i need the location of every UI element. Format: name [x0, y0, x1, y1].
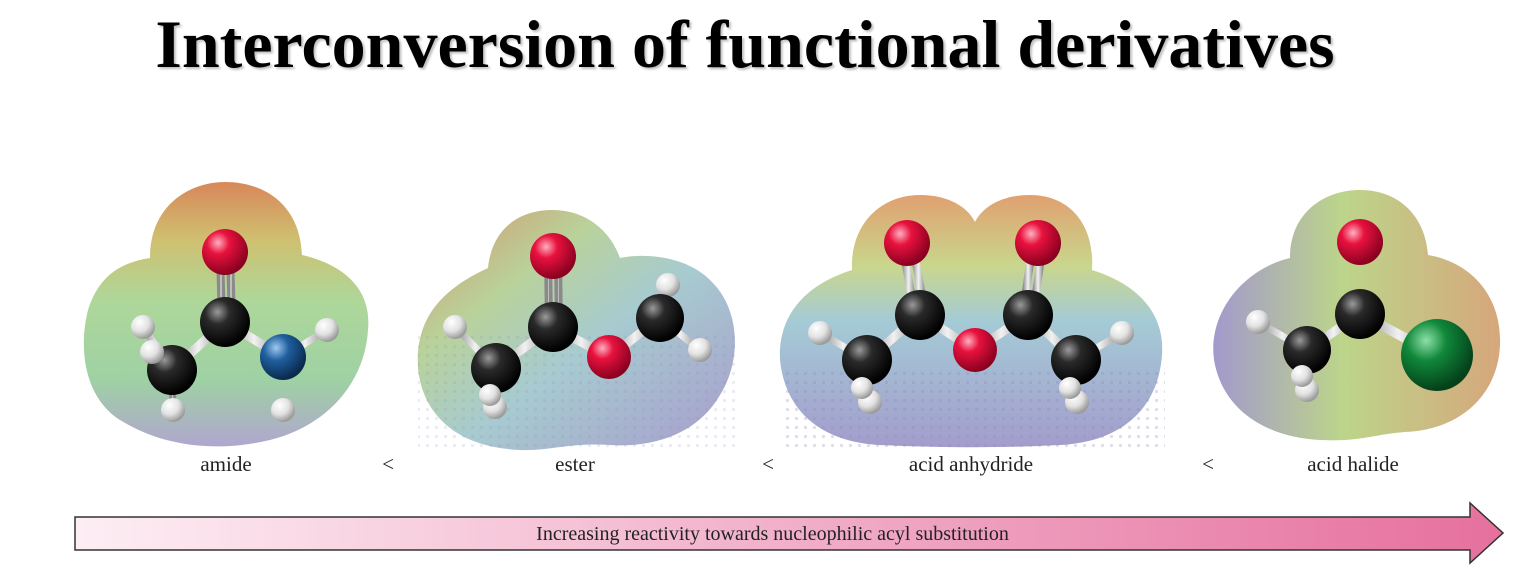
acid-halide-model	[1213, 190, 1501, 441]
hydrogen-atom	[271, 398, 295, 422]
less-than-sign: <	[762, 452, 774, 476]
carbon-atom	[895, 290, 945, 340]
carbon-atom	[471, 343, 521, 393]
hydrogen-atom	[851, 377, 873, 399]
oxygen-atom	[884, 220, 930, 266]
chlorine-atom	[1401, 319, 1473, 391]
molecule-label-acid-anhydride: acid anhydride	[908, 452, 1034, 476]
oxygen-atom	[530, 233, 576, 279]
oxygen-atom	[1015, 220, 1061, 266]
ester-model	[417, 210, 738, 451]
hydrogen-atom	[656, 273, 680, 297]
oxygen-atom	[202, 229, 248, 275]
reactivity-arrow-label: Increasing reactivity towards nucleophil…	[536, 523, 1009, 545]
molecule-label-acid-halide: acid halide	[1307, 452, 1399, 476]
hydrogen-atom	[131, 315, 155, 339]
hydrogen-atom	[443, 315, 467, 339]
page-title: Interconversion of functional derivative…	[155, 6, 1335, 82]
hydrogen-atom	[161, 398, 185, 422]
less-than-sign: <	[382, 452, 394, 476]
arrow-shape	[74, 501, 1505, 565]
carbon-atom	[636, 294, 684, 342]
acid-anhydride-model	[779, 195, 1165, 450]
carbon-atom	[1283, 326, 1331, 374]
hydrogen-atom	[1110, 321, 1134, 345]
carbon-atom	[200, 297, 250, 347]
nitrogen-atom	[260, 334, 306, 380]
hydrogen-atom	[1291, 365, 1313, 387]
oxygen-atom	[587, 335, 631, 379]
hydrogen-atom	[688, 338, 712, 362]
oxygen-atom	[953, 328, 997, 372]
hydrogen-atom	[315, 318, 339, 342]
hydrogen-atom	[1246, 310, 1270, 334]
hydrogen-atom	[1059, 377, 1081, 399]
less-than-sign: <	[1202, 452, 1214, 476]
carbon-atom	[842, 335, 892, 385]
hydrogen-atom	[808, 321, 832, 345]
carbon-atom	[528, 302, 578, 352]
molecule-label-ester: ester	[555, 452, 595, 476]
oxygen-atom	[1337, 219, 1383, 265]
hydrogen-atom	[140, 340, 164, 364]
hydrogen-atom	[479, 384, 501, 406]
amide-model	[83, 182, 369, 447]
carbon-atom	[1335, 289, 1385, 339]
carbon-atom	[1003, 290, 1053, 340]
molecule-label-amide: amide	[200, 452, 252, 476]
carbon-atom	[1051, 335, 1101, 385]
